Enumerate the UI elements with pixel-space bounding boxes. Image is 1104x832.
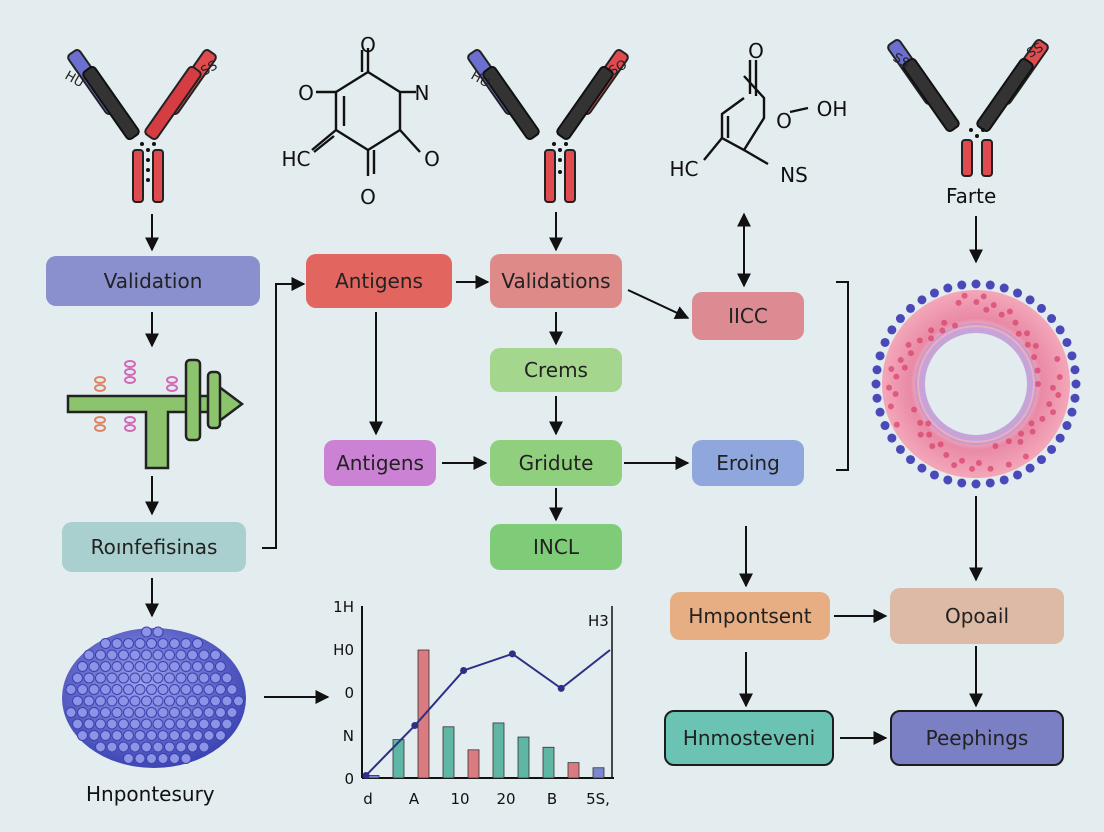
atom-label: O [776,109,792,133]
chart-point [557,684,565,692]
validation-box: Validation [46,256,260,306]
hnpontesury-label: Hnpontesury [86,782,215,806]
antibody-left-icon: HU SS [62,49,221,203]
y-tick-label: H0 [333,641,354,659]
protein-cluster-icon [62,626,246,768]
connectors [145,212,983,745]
x-tick-label: A [409,790,420,808]
chart-point [362,771,370,779]
gridute-box: Gridute [490,440,622,486]
crems-box: Crems [490,348,622,392]
chart-bar [492,722,505,779]
antibody-tag: SS [1025,40,1047,61]
antibody-right-icon: SS SS [887,39,1049,177]
atom-label: N [415,81,430,105]
antibody-middle-icon: HU SO [467,49,630,203]
peephings-box: Peephings [890,710,1064,766]
atom-label: NS [780,163,808,187]
hnmosteveni-box: Hnmosteveni [664,710,834,766]
y-tick-label: N [343,727,354,745]
validations-box: Validations [490,254,622,308]
chart-bar [592,767,605,779]
iicc-box: IICC [692,292,804,340]
y-tick-label: 1H [333,598,354,616]
atom-label: O [298,81,314,105]
chart-line [365,649,611,777]
gene-arrow-icon [66,358,245,470]
chart-bar [442,726,455,779]
molecule-left-icon: O O N HC O O [281,33,439,209]
cell-icon [871,279,1081,489]
x-tick-label: B [547,790,557,808]
opoail-box: Opoail [890,588,1064,644]
atom-label: O [360,33,376,57]
molecule-right-icon: O O OH HC NS [669,39,847,187]
incl-box: INCL [490,524,622,570]
x-tick-label: 20 [496,790,515,808]
atom-label: O [424,147,440,171]
antibody-tag: SS [890,50,912,71]
roinfefisinas-box: Roınfefisinas [62,522,246,572]
chart-point [411,722,419,730]
chart-bar [542,746,555,779]
hmpontsent-box: Hmpontsent [670,592,830,640]
chart-bar [417,649,430,779]
x-tick-label: 10 [450,790,469,808]
y-tick-label: 0 [344,684,354,702]
chart-point [508,650,516,658]
chart-bar [517,736,530,779]
x-tick-label: d [363,790,373,808]
atom-label: O [360,185,376,209]
farte-label: Farte [946,184,997,208]
chart-bar [392,739,405,779]
chart-bar [467,749,480,779]
x-tick-label: 5S, [586,790,610,808]
antibody-tag: SS [199,58,221,79]
line-series-label: H3 [588,612,609,630]
atom-label: OH [817,97,848,121]
eroing-box: Eroing [692,440,804,486]
chart-bar [567,762,580,779]
atom-label: HC [669,157,698,181]
atom-label: O [748,39,764,63]
atom-label: HC [281,147,310,171]
antigens-box-top: Antigens [306,254,452,308]
y-tick-label: 0 [344,770,354,788]
chart-bar [367,775,380,779]
chart-point [460,666,468,674]
antigens-box-mid: Antigens [324,440,436,486]
